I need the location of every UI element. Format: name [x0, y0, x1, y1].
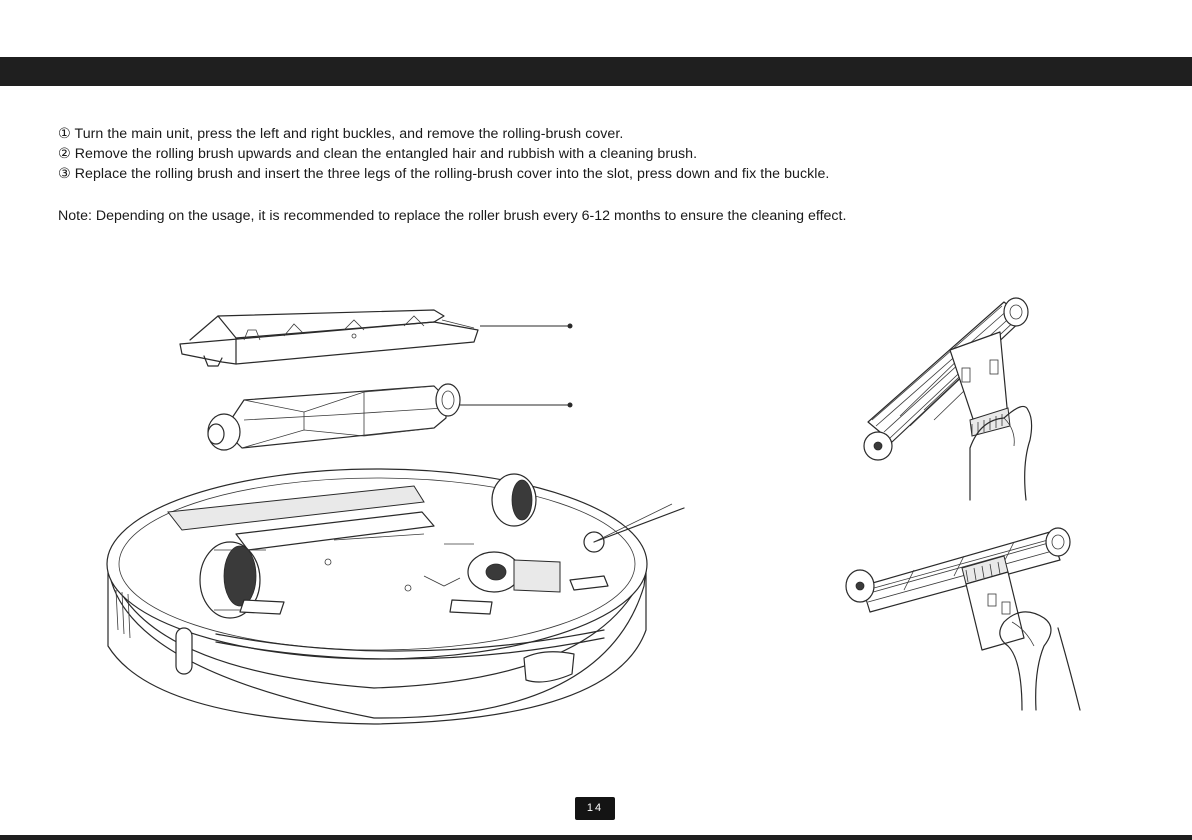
maintenance-note: Note: Depending on the usage, it is reco… — [58, 208, 847, 224]
cleaning-roller-upright-drawing — [863, 297, 1033, 501]
step-3-text: ③ Replace the rolling brush and insert t… — [58, 166, 830, 182]
rolling-brush-drawing — [207, 383, 461, 451]
rolling-brush-cover-drawing — [179, 309, 479, 367]
instruction-steps: ① Turn the main unit, press the left and… — [58, 124, 1158, 184]
page-number-badge: 14 — [575, 797, 615, 820]
header-band — [0, 57, 1192, 86]
cover-leader-dot — [567, 323, 573, 329]
footer-band — [0, 835, 1192, 840]
step-1-text: ① Turn the main unit, press the left and… — [58, 126, 624, 142]
brush-maintenance-illustration — [4, 250, 1192, 800]
cleaning-roller-horizontal-drawing — [845, 527, 1081, 711]
illustration-svg — [106, 297, 1081, 725]
step-2-text: ② Remove the rolling brush upwards and c… — [58, 146, 698, 162]
brush-leader-dot — [567, 402, 573, 408]
robot-underside-drawing — [106, 468, 685, 725]
